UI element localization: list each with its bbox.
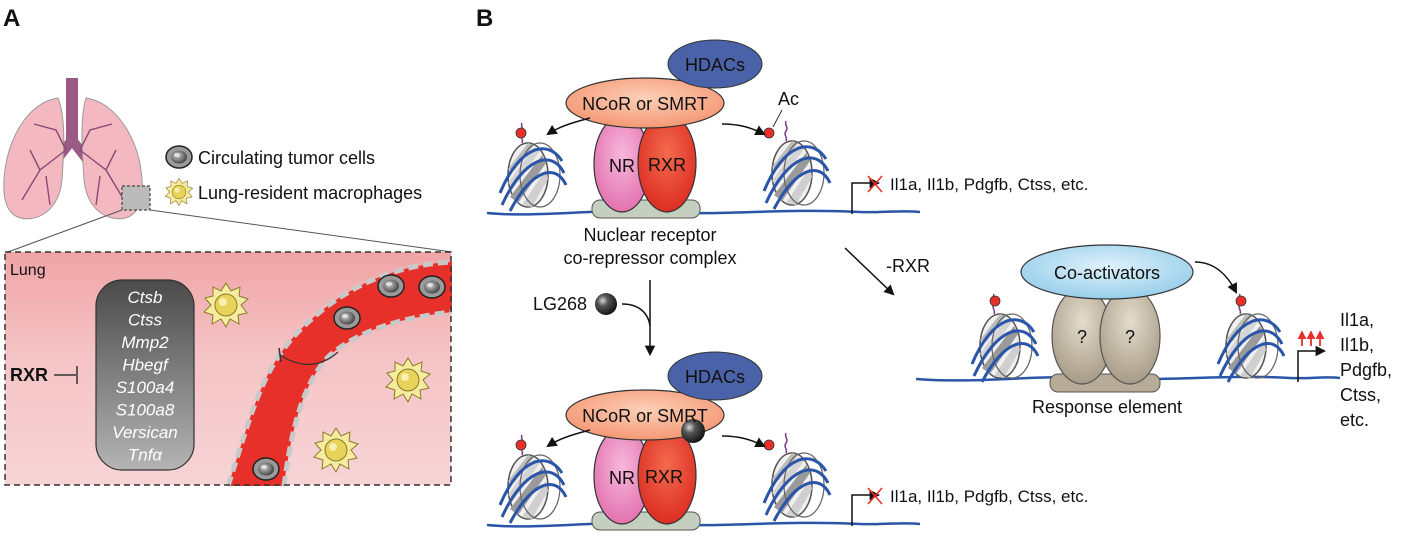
- gene-item: S100a4: [116, 378, 175, 397]
- gene-list-box: [95, 279, 195, 471]
- top-rxr: RXR: [648, 155, 686, 175]
- response-element-label: Response element: [1032, 397, 1182, 417]
- right-coactivator-complex: [915, 244, 1341, 393]
- lg268-ligand-icon: [595, 293, 617, 315]
- top-hdacs: HDACs: [685, 55, 745, 75]
- bottom-corepressor-complex: [486, 351, 921, 531]
- bottom-nr: NR: [609, 468, 635, 488]
- ligand-join-line: [621, 303, 651, 327]
- minus-rxr-label: -RXR: [886, 256, 930, 276]
- macrophage-legend-icon: [165, 178, 193, 206]
- top-corepressor: NCoR or SMRT: [582, 94, 708, 114]
- gene-item: S100a8: [116, 401, 175, 420]
- activated-gene-item: Pdgfb,: [1340, 360, 1392, 380]
- bottom-corepressor: NCoR or SMRT: [582, 406, 708, 426]
- unknown-factor-1: ?: [1077, 327, 1087, 347]
- top-caption-line1: Nuclear receptor: [583, 225, 716, 245]
- activated-gene-item: Ctss,: [1340, 385, 1381, 405]
- bound-lg268-icon: [681, 419, 705, 443]
- right-gene-list: Il1a, Il1b, Pdgfb, Ctss, etc.: [1340, 310, 1392, 430]
- activated-gene-item: etc.: [1340, 410, 1369, 430]
- gene-item: Ctss: [128, 311, 163, 330]
- top-nr: NR: [609, 156, 635, 176]
- tumor-cell-legend-icon: [165, 145, 193, 169]
- zoom-line-left: [7, 209, 123, 253]
- blood-vessel: [228, 262, 452, 486]
- gene-item: Tnfα: [128, 446, 164, 465]
- gene-item: Mmp2: [121, 333, 169, 352]
- bottom-hdacs: HDACs: [685, 367, 745, 387]
- legend-macrophages: Lung-resident macrophages: [198, 183, 422, 203]
- coactivators-label: Co-activators: [1054, 263, 1160, 283]
- rxr-inhibitor-label: RXR: [10, 365, 48, 385]
- top-caption-line2: co-repressor complex: [563, 248, 736, 268]
- top-genes: Il1a, Il1b, Pdgfb, Ctss, etc.: [890, 175, 1088, 194]
- minus-rxr-arrow: [844, 247, 895, 296]
- lung-tissue-panel: [4, 251, 453, 487]
- unknown-factor-2: ?: [1125, 327, 1135, 347]
- top-corepressor-complex: [486, 39, 921, 219]
- ligand-label: LG268: [533, 294, 587, 314]
- lung-label: Lung: [10, 262, 46, 279]
- bottom-genes: Il1a, Il1b, Pdgfb, Ctss, etc.: [890, 487, 1088, 506]
- activated-gene-item: Il1a,: [1340, 310, 1374, 330]
- legend-tumor-cells: Circulating tumor cells: [198, 148, 375, 168]
- gene-list: CtsbCtssMmp2HbegfS100a4S100a8VersicanTnf…: [112, 288, 178, 465]
- activated-gene-item: Il1b,: [1340, 335, 1374, 355]
- bottom-rxr: RXR: [645, 467, 683, 487]
- panel-a-label: A: [3, 5, 20, 32]
- panel-b-label: B: [476, 5, 493, 32]
- gene-item: Versican: [112, 423, 178, 442]
- zoom-line-right: [149, 209, 453, 253]
- lungs-illustration: [3, 78, 151, 220]
- gene-item: Ctsb: [128, 288, 163, 307]
- gene-item: Hbegf: [122, 356, 170, 375]
- acetylation-label: Ac: [778, 89, 799, 109]
